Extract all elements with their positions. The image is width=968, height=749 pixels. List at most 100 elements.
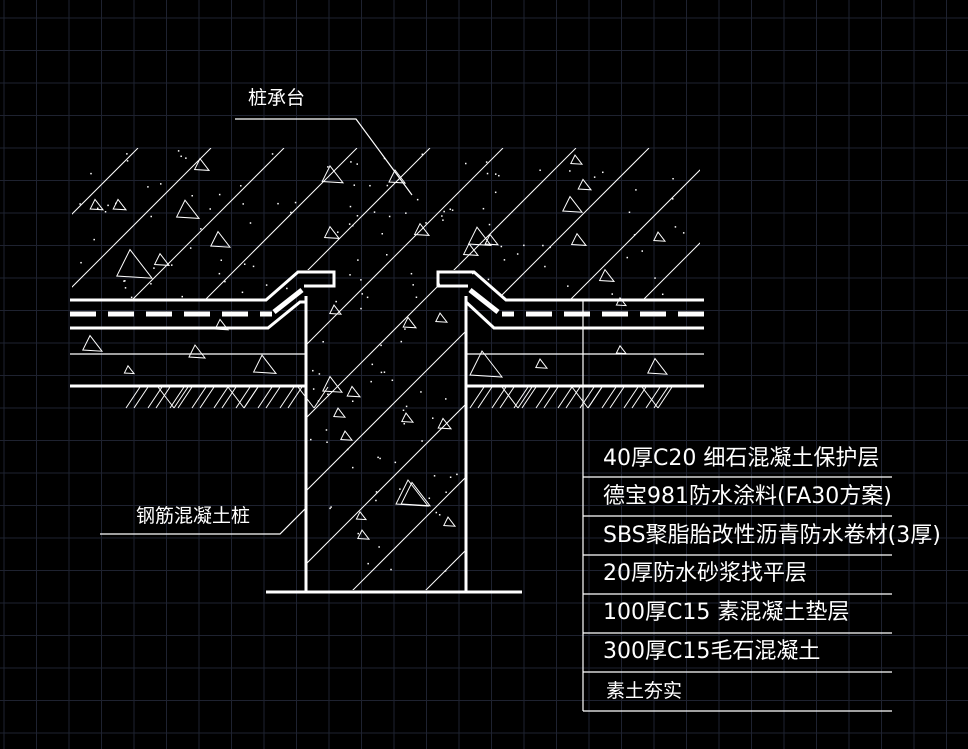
aggregate-dot [403, 422, 406, 425]
aggregate-triangle [252, 354, 278, 374]
aggregate-dot [218, 272, 221, 275]
aggregate-dot [611, 293, 613, 295]
aggregate-dot [107, 204, 109, 207]
soil-hatch-stroke [579, 386, 595, 409]
aggregate-dot [486, 172, 489, 175]
aggregate-dot [286, 287, 288, 290]
pile-label: 钢筋混凝土桩 [136, 505, 250, 527]
aggregate-dot [126, 153, 128, 155]
soil-hatch-stroke [565, 386, 581, 409]
aggregate-dot [80, 261, 82, 264]
aggregate-dot [326, 441, 328, 443]
aggregate-dot [394, 461, 397, 464]
aggregate-dot [318, 373, 321, 375]
soil-hatch-stroke [535, 386, 551, 409]
soil-hatch-stroke [645, 386, 661, 409]
soil-hatch-stroke [587, 386, 603, 409]
aggregate-dot [369, 184, 371, 187]
aggregate-dot [542, 244, 544, 247]
layer-labels: 40厚C20 细石混凝土保护层 德宝981防水涂料(FA30方案) SBS聚脂胎… [603, 446, 941, 702]
pile-leader-line [100, 507, 307, 535]
aggregate-dot [671, 198, 674, 200]
layer-callout-table [583, 476, 892, 712]
aggregate-dot [312, 369, 314, 372]
soil-hatch-stroke [221, 386, 237, 409]
aggregate-dot [503, 259, 506, 261]
waterproof-layers-left [70, 270, 336, 388]
aggregate-triangle [570, 154, 584, 165]
aggregate-dot [367, 562, 369, 565]
soil-hatch-stroke [191, 386, 207, 409]
aggregate-dot [443, 210, 445, 213]
aggregate-dot [177, 150, 180, 152]
aggregate-dot [593, 176, 596, 178]
soil-hatch-stroke [313, 386, 329, 409]
aggregate-dot [353, 184, 356, 186]
aggregate-dot [539, 169, 541, 172]
aggregate-dot [352, 466, 354, 469]
aggregate-dot [674, 226, 677, 228]
aggregate-dot [277, 202, 279, 205]
aggregate-dot [356, 215, 359, 217]
aggregate-triangle [357, 529, 371, 540]
aggregate-triangle [153, 252, 171, 266]
aggregate-dot [404, 328, 406, 330]
aggregate-dot [661, 293, 664, 296]
aggregate-dot [441, 215, 443, 217]
aggregate-dot [352, 224, 354, 227]
aggregate-dot [380, 344, 382, 347]
aggregate-dot [220, 259, 223, 262]
soil-hatch-stroke [157, 386, 175, 409]
layer-label: SBS聚脂胎改性沥青防水卷材(3厚) [603, 523, 941, 548]
soil-hatch-stroke [477, 386, 493, 409]
aggregate-dot [435, 511, 438, 514]
aggregate-dot [327, 166, 329, 168]
soil-hatch-stroke [227, 386, 245, 409]
soil-hatch-stroke [653, 386, 669, 409]
aggregate-dot [641, 250, 644, 252]
aggregate-triangle [322, 375, 344, 393]
aggregate-triangle [400, 481, 432, 507]
aggregate-dot [322, 340, 324, 343]
aggregate-dot [366, 296, 369, 299]
aggregate-dot [160, 183, 162, 185]
aggregate-dot [357, 259, 359, 261]
aggregate-dot [90, 172, 92, 175]
aggregate-dot [425, 222, 427, 224]
aggregate-triangle [653, 231, 667, 242]
soil-hatch-stroke [609, 386, 625, 409]
aggregate-dot [449, 476, 452, 478]
reinforced-concrete-pile [266, 296, 522, 594]
aggregate-triangle [123, 364, 136, 375]
aggregate-dot [415, 296, 418, 299]
aggregate-triangle [535, 358, 549, 369]
aggregate-dot [633, 234, 636, 236]
soil-hatch-stroke [657, 386, 673, 409]
aggregate-dot [487, 278, 490, 281]
aggregate-dot [410, 272, 413, 275]
aggregate-dot [549, 246, 551, 249]
soil-hatch-stroke [491, 386, 507, 409]
aggregate-dot [170, 264, 173, 266]
soil-hatch-stroke [173, 386, 189, 409]
layer-label: 德宝981防水涂料(FA30方案) [603, 484, 892, 509]
aggregate-triangle [435, 312, 449, 323]
aggregate-triangle [401, 412, 415, 423]
aggregate-dot [126, 160, 129, 162]
aggregate-triangle [437, 417, 453, 430]
aggregate-triangle [175, 199, 201, 219]
aggregate-dot [153, 267, 155, 269]
aggregate-triangle [570, 232, 588, 246]
aggregate-dot [471, 272, 474, 275]
aggregate-dot [294, 201, 297, 204]
soil-hatch-stroke [125, 386, 141, 409]
aggregate-dot [189, 247, 192, 249]
aggregate-dot [375, 491, 378, 493]
aggregate-dot [312, 388, 315, 390]
aggregate-dot [399, 488, 401, 490]
aggregate-triangle [413, 222, 431, 236]
aggregate-dot [431, 417, 434, 419]
